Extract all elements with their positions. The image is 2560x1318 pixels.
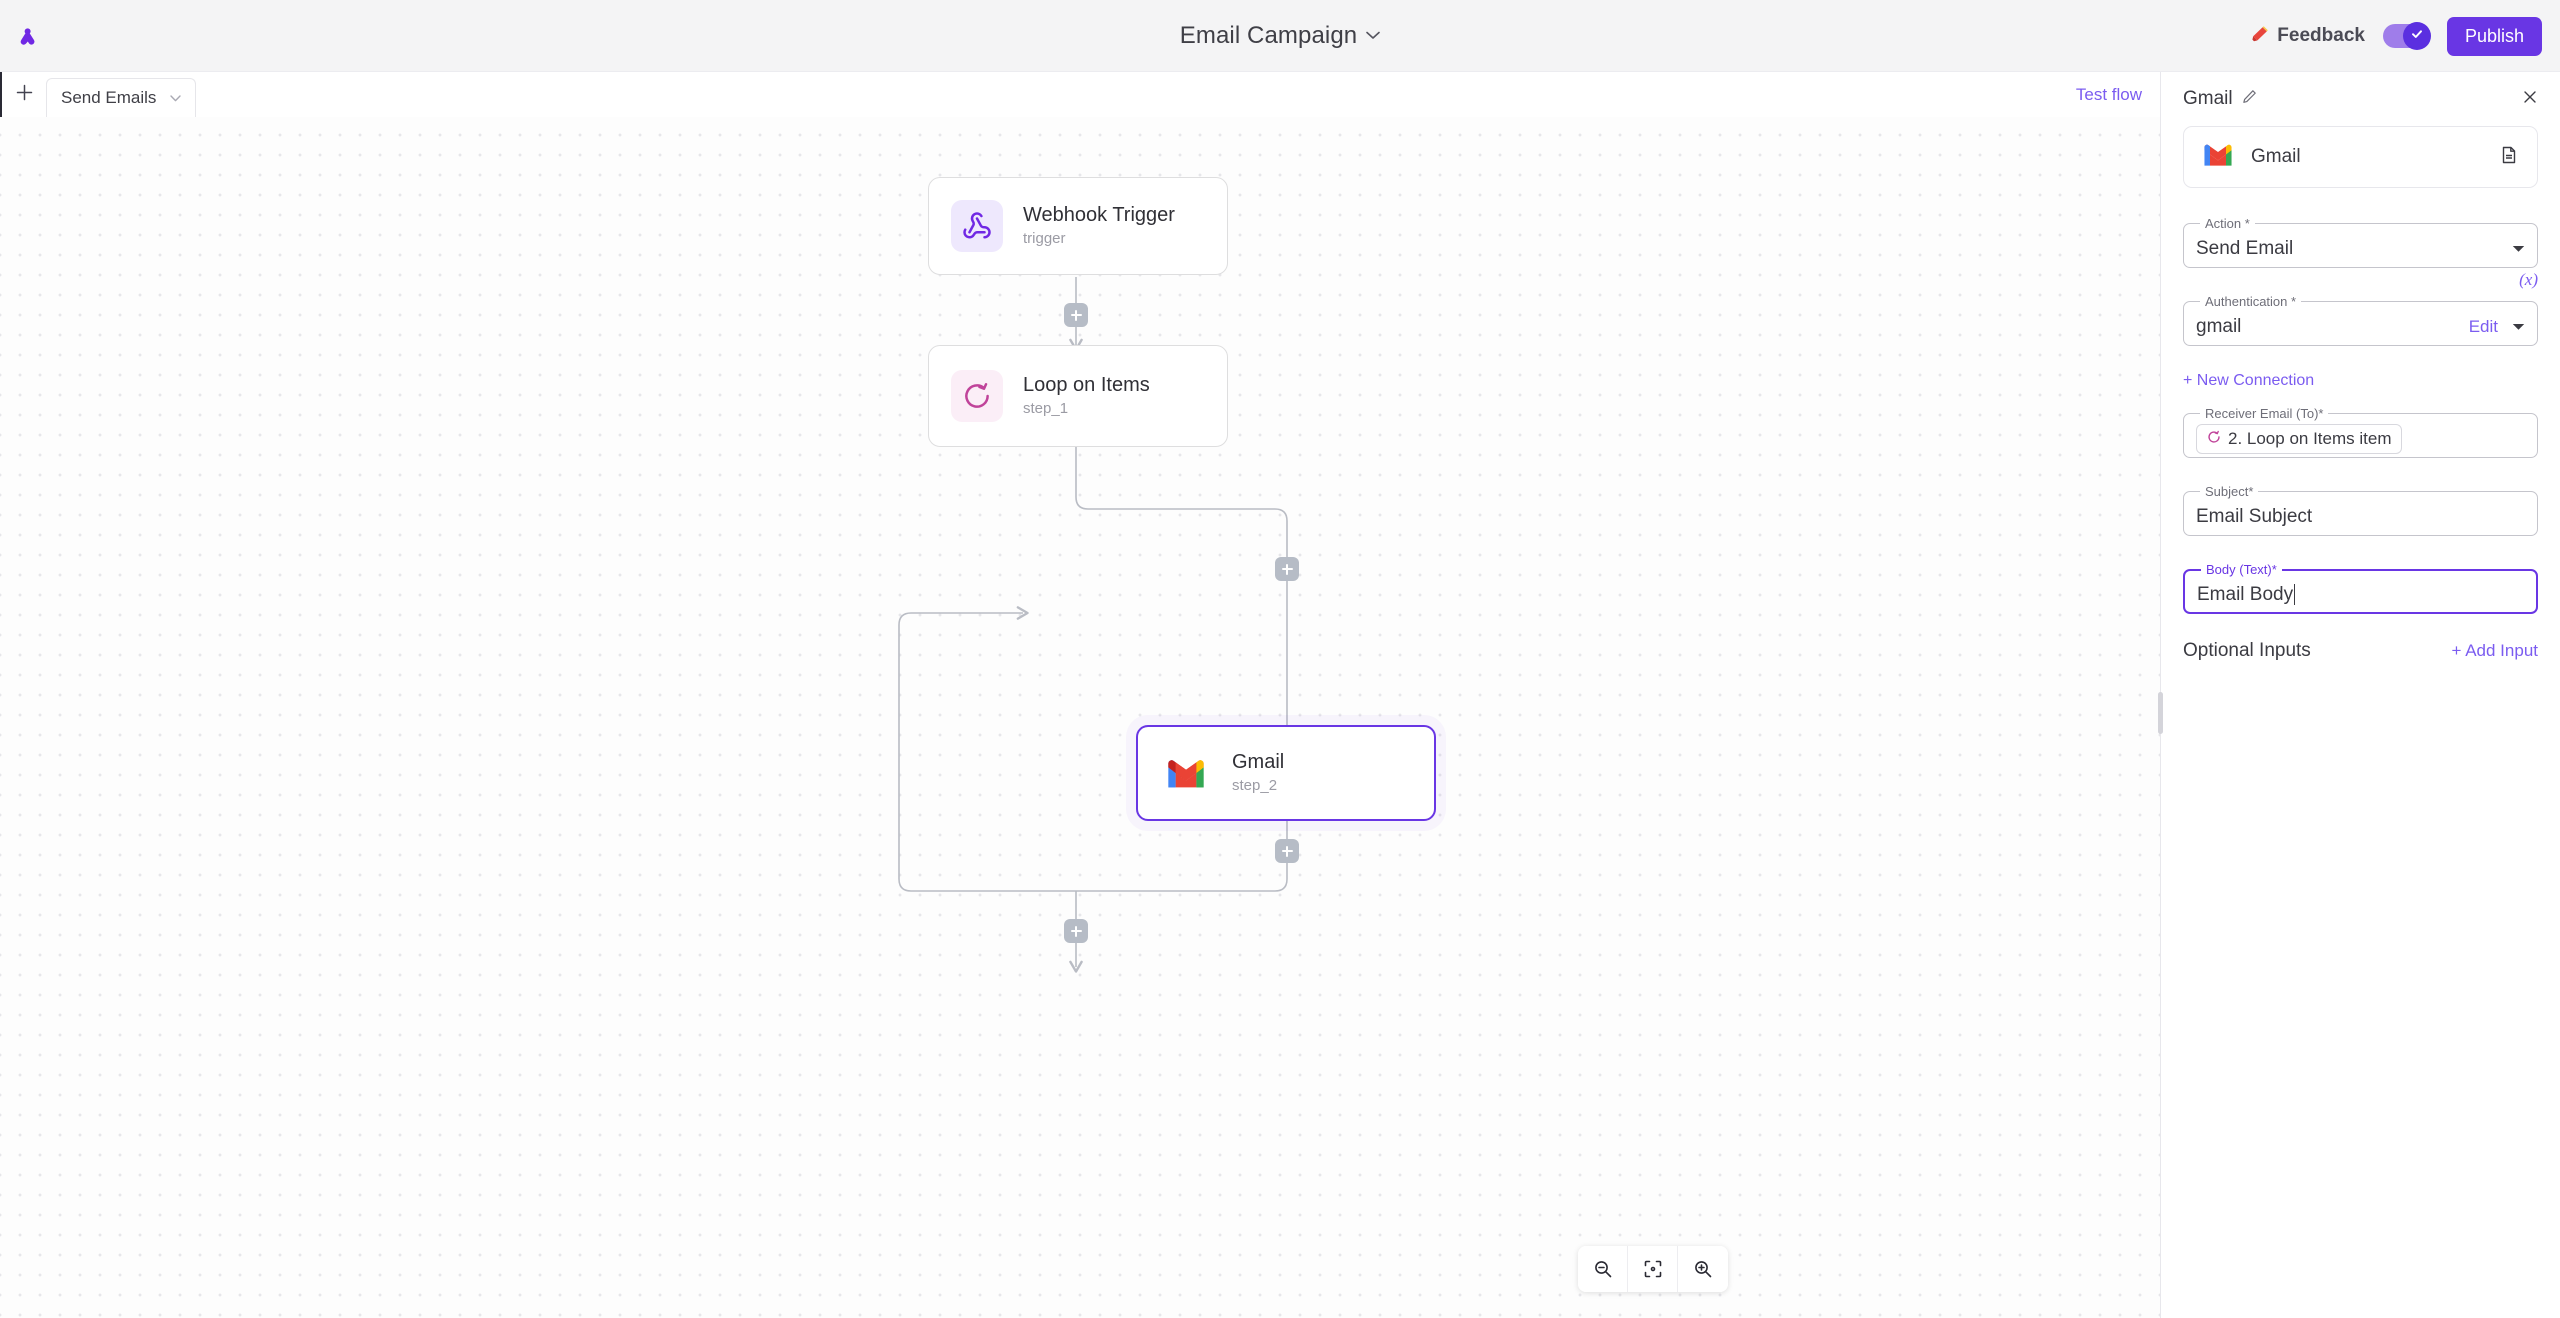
flow-edges (898, 277, 1288, 973)
gmail-icon (1160, 747, 1212, 799)
gmail-icon (2202, 142, 2234, 172)
panel-title-group[interactable]: Gmail (2183, 88, 2257, 110)
top-bar: Email Campaign Feedback P (0, 0, 2560, 72)
loop-refresh-icon (951, 370, 1003, 422)
feedback-label: Feedback (2277, 25, 2365, 46)
fit-to-screen-icon[interactable] (1628, 1246, 1678, 1292)
node-texts: Gmail step_2 (1232, 752, 1284, 794)
node-title: Gmail (1232, 751, 1285, 774)
zoom-in-icon[interactable] (1678, 1246, 1728, 1292)
flow-tab-bar: Send Emails Test flow (0, 72, 2160, 117)
variable-chip-loop-item[interactable]: 2. Loop on Items item (2196, 424, 2403, 454)
toggle-knob (2402, 22, 2431, 50)
field-subject[interactable]: Subject* Email Subject (2183, 484, 2538, 536)
field-authentication[interactable]: (x) Authentication * gmail Edit (2183, 270, 2538, 346)
node-texts: Loop on Items step_1 (1023, 375, 1150, 417)
panel-header: Gmail (2161, 72, 2560, 126)
field-receiver-email[interactable]: Receiver Email (To)* 2. Loop on Items it… (2183, 406, 2538, 458)
pencil-icon[interactable] (2242, 89, 2257, 109)
field-label: Authentication * (2205, 294, 2297, 309)
feedback-button[interactable]: Feedback (2250, 24, 2365, 49)
field-label: Receiver Email (To)* (2205, 406, 2324, 421)
node-title: Webhook Trigger (1023, 204, 1175, 227)
test-flow-button[interactable]: Test flow (2075, 85, 2142, 104)
dropdown-caret-icon[interactable] (2512, 318, 2525, 336)
authentication-value: gmail (2196, 316, 2242, 337)
zoom-out-icon[interactable] (1578, 1246, 1628, 1292)
app-logo[interactable] (0, 0, 56, 72)
flow-node-gmail[interactable]: Gmail step_2 (1136, 725, 1436, 821)
add-step-button-after-trigger[interactable] (1064, 303, 1088, 327)
flow-node-webhook-trigger[interactable]: Webhook Trigger trigger (928, 177, 1228, 275)
chevron-down-icon[interactable] (170, 89, 182, 107)
publish-button[interactable]: Publish (2446, 16, 2542, 56)
webhook-icon (951, 200, 1003, 252)
add-tab-button[interactable] (2, 72, 46, 117)
flow-node-loop-on-items[interactable]: Loop on Items step_1 (928, 345, 1228, 447)
add-step-button-after-loop[interactable] (1064, 919, 1088, 943)
step-settings-panel: Gmail (2158, 72, 2560, 1318)
node-subtitle: trigger (1023, 230, 1066, 248)
body-text-value: Email Body (2197, 583, 2294, 605)
piece-name: Gmail (2251, 146, 2301, 167)
canvas-zoom-controls (1578, 1246, 1728, 1292)
top-bar-actions: Feedback Publish (2250, 0, 2542, 72)
piece-card-gmail[interactable]: Gmail (2183, 126, 2538, 188)
optional-inputs-row: Optional Inputs + Add Input (2183, 640, 2538, 662)
document-icon[interactable] (2499, 145, 2519, 170)
field-label: Action * (2205, 216, 2250, 231)
variable-chip-label: 2. Loop on Items item (2228, 429, 2392, 448)
publish-state-toggle[interactable] (2382, 22, 2431, 50)
field-label: Subject* (2205, 484, 2254, 499)
field-body-text[interactable]: Body (Text)* Email Body (2183, 562, 2538, 614)
panel-resize-handle[interactable] (2158, 692, 2163, 734)
tab-send-emails[interactable]: Send Emails (46, 78, 197, 117)
panel-title: Gmail (2183, 88, 2233, 109)
optional-inputs-label: Optional Inputs (2183, 640, 2311, 661)
field-action[interactable]: Action * Send Email (2183, 216, 2538, 268)
node-subtitle: step_2 (1232, 777, 1278, 795)
dynamic-value-toggle[interactable]: (x) (2519, 270, 2538, 289)
page-title: Email Campaign (1179, 22, 1358, 49)
dropdown-caret-icon[interactable] (2512, 240, 2525, 258)
loop-refresh-icon (2207, 429, 2221, 449)
add-step-button-loop-last[interactable] (1275, 839, 1299, 863)
body-text-input[interactable]: Email Body (2197, 584, 2524, 606)
action-value: Send Email (2196, 238, 2294, 259)
node-texts: Webhook Trigger trigger (1023, 205, 1175, 247)
activepieces-logo-icon (13, 21, 43, 51)
node-title: Loop on Items (1023, 374, 1150, 397)
flow-title-container: Email Campaign (0, 0, 2560, 72)
tab-label: Send Emails (61, 88, 157, 107)
panel-body: Gmail Action * Send Email (x) (2161, 126, 2560, 662)
flow-canvas[interactable]: Webhook Trigger trigger Loop on Items st… (0, 117, 2160, 1318)
new-connection-link[interactable]: + New Connection (2183, 372, 2315, 389)
flow-title-dropdown[interactable]: Email Campaign (1179, 22, 1381, 50)
add-input-link[interactable]: + Add Input (2451, 641, 2539, 660)
edit-connection-link[interactable]: Edit (2468, 317, 2498, 336)
check-icon (2410, 27, 2424, 46)
subject-input[interactable]: Email Subject (2196, 506, 2313, 527)
close-icon[interactable] (2522, 89, 2538, 110)
add-step-button-loop-first[interactable] (1275, 557, 1299, 581)
megaphone-icon (2250, 24, 2270, 49)
plus-icon (15, 81, 34, 109)
text-caret (2294, 584, 2296, 605)
field-label: Body (Text)* (2206, 562, 2277, 577)
node-subtitle: step_1 (1023, 400, 1069, 418)
chevron-down-icon (1366, 27, 1381, 45)
